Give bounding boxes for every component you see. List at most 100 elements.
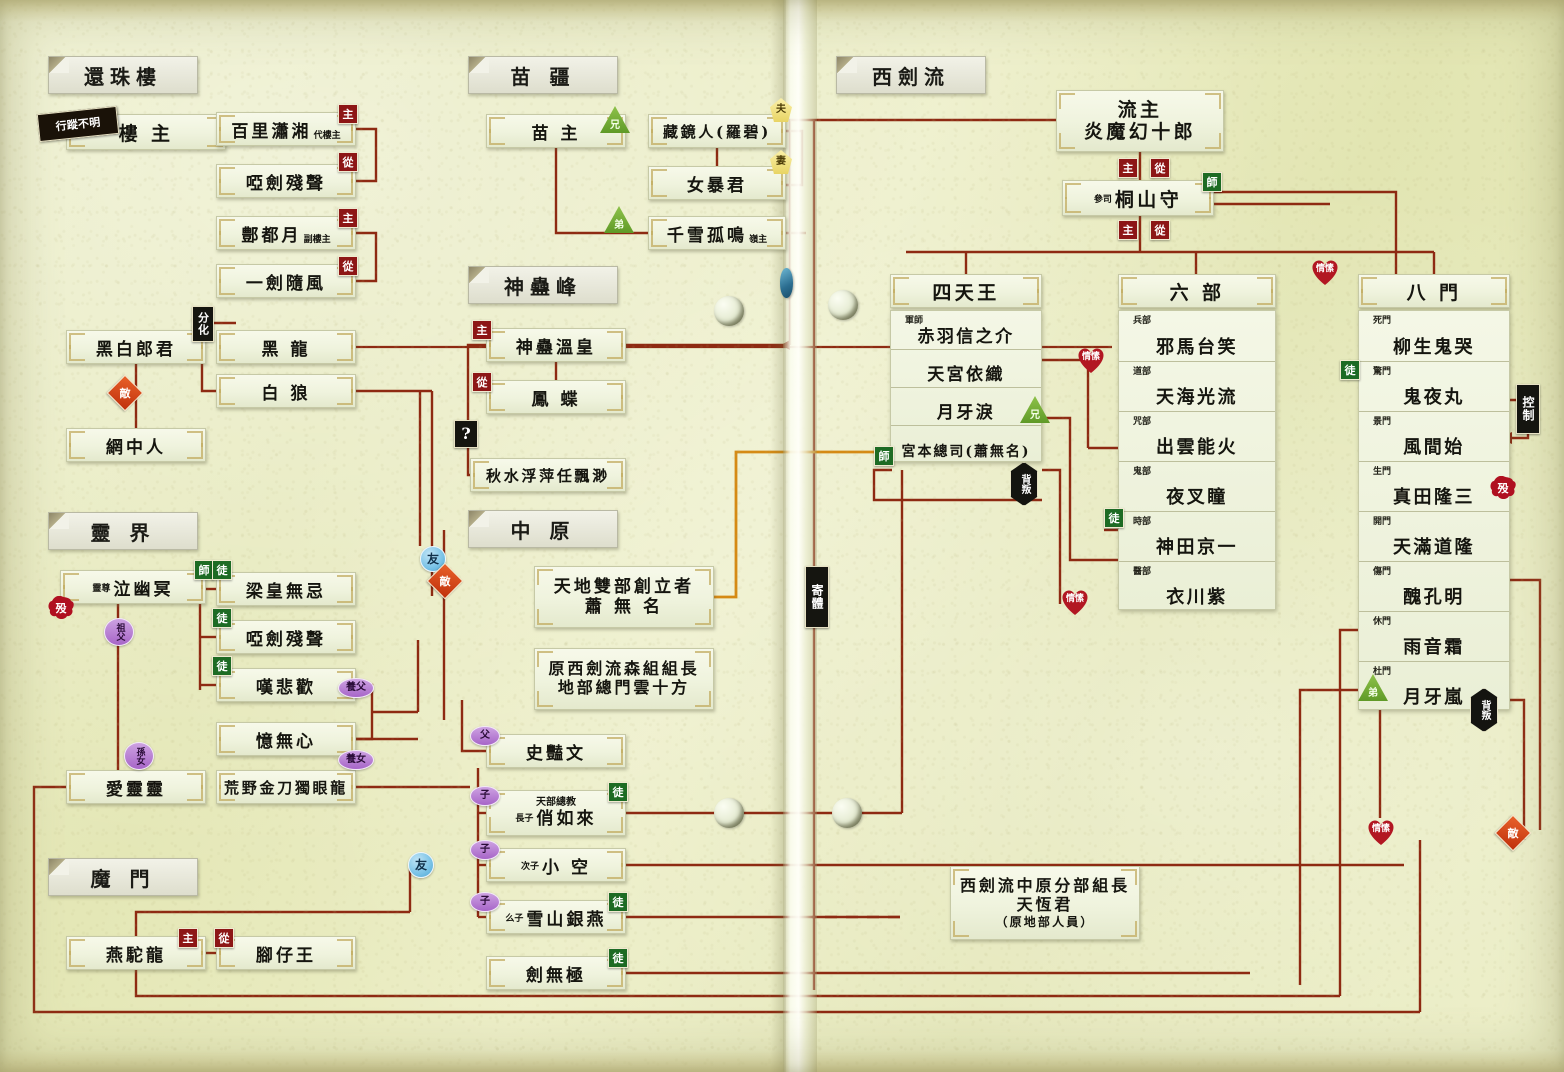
card-ornament-br	[607, 915, 623, 931]
panel-row-name: 出雲能火	[1155, 437, 1239, 458]
badge-yangfu: 養父	[338, 678, 374, 698]
card-name: 嘆悲歡	[255, 677, 317, 698]
panel-row-name: 邪馬台笑	[1155, 337, 1239, 358]
card-ornament-tl	[63, 573, 79, 589]
card-ornament-bl	[489, 129, 505, 145]
card-name: 秋水浮萍任飄渺	[486, 466, 610, 485]
card-name: 愛靈靈	[105, 779, 167, 800]
card-name: 桐山守	[1114, 188, 1183, 211]
panel-row: 休門雨音霜	[1359, 611, 1509, 661]
panel-row: 月牙淚	[891, 387, 1041, 425]
card-ornament-tl	[1121, 277, 1137, 293]
panel-row-dept: 咒部	[1133, 417, 1152, 427]
panel-row: 兵部邪馬台笑	[1119, 311, 1275, 361]
card-ornament-br	[337, 179, 353, 195]
card-ornament-br	[1195, 197, 1211, 213]
card-ornament-tr	[337, 725, 353, 741]
card-ornament-bl	[651, 181, 667, 197]
card-ornament-br	[607, 395, 623, 411]
card-ornament-br	[607, 863, 623, 879]
badge-tu-6: 徒	[608, 948, 628, 968]
panel-row-name: 醜孔明	[1403, 587, 1465, 608]
badge-tu-4: 徒	[608, 782, 628, 802]
card-ornament-bl	[651, 231, 667, 247]
badge-text: 敵	[439, 574, 451, 588]
panel-row-name: 神田京一	[1155, 537, 1239, 558]
card-ornament-br	[187, 585, 203, 601]
badge-beipan-1: 背叛	[1010, 462, 1038, 506]
card-ornament-bl	[893, 289, 909, 305]
card-name: 燕駝龍	[105, 945, 167, 966]
card-ornament-tl	[219, 267, 235, 283]
card-line-1: 天地雙部創立者	[553, 576, 695, 597]
card-ornament-br	[1257, 289, 1273, 305]
card-ornament-bl	[489, 863, 505, 879]
badge-cong-4: 從	[472, 372, 492, 392]
card-ornament-tl	[69, 939, 85, 955]
section-plaque-xijianliu: 西劍流	[836, 56, 986, 94]
panel-row: 傷門醜孔明	[1359, 561, 1509, 611]
section-plaque-huanzhulou: 還珠樓	[48, 56, 198, 94]
card-ornament-br	[767, 231, 783, 247]
panel-title-sitianwang: 四天王	[890, 274, 1042, 308]
card-ornament-tl	[1059, 93, 1075, 109]
badge-tu-2: 徒	[212, 608, 232, 628]
card-line-2: 天恆君	[1016, 894, 1074, 914]
card-line-2: 地部總門雲十方	[557, 678, 691, 697]
panel-body-sitianwang: 軍師赤羽信之介天宮依織月牙淚宮本總司(蕭無名)	[890, 310, 1042, 462]
card-suffix: 嶺主	[749, 235, 768, 245]
card-ornament-bl	[953, 921, 969, 937]
card-ornament-br	[695, 691, 711, 707]
name-card-tianhengjun: 西劍流中原分部組長天恆君（原地部人員）	[950, 866, 1140, 940]
name-card-jianwuji: 劍無極	[486, 956, 626, 990]
card-ornament-br	[1491, 289, 1507, 305]
card-ornament-tr	[337, 623, 353, 639]
section-plaque-lingjie: 靈 界	[48, 512, 198, 550]
name-card-qianxue: 千雪孤鳴嶺主	[648, 216, 786, 250]
card-line-1: 西劍流中原分部組長	[960, 876, 1130, 896]
card-ornament-tl	[537, 569, 553, 585]
card-ornament-br	[607, 817, 623, 833]
badge-tu-3: 徒	[212, 656, 232, 676]
card-ornament-bl	[489, 915, 505, 931]
panel-row-dept: 時部	[1133, 517, 1152, 527]
panel-row-dept: 鬼部	[1133, 467, 1152, 477]
section-plaque-zhongyuan: 中 原	[468, 510, 618, 548]
name-card-heibai: 黑白郎君	[66, 330, 206, 364]
name-card-shiyanwen: 史豔文	[486, 734, 626, 768]
card-ornament-tl	[69, 773, 85, 789]
card-ornament-tl	[1361, 277, 1377, 293]
card-ornament-br	[187, 785, 203, 801]
badge-zi-2: 子	[470, 840, 500, 860]
card-ornament-tl	[69, 431, 85, 447]
panel-row: 咒部出雲能火	[1119, 411, 1275, 461]
card-ornament-br	[337, 279, 353, 295]
badge-di-3: 敵	[1494, 814, 1532, 852]
panel-row-name: 風間始	[1403, 437, 1465, 458]
card-prefix: 次子	[520, 861, 539, 872]
card-ornament-bl	[1059, 133, 1075, 149]
card-prefix: 參司	[1093, 194, 1112, 205]
card-ornament-br	[607, 971, 623, 987]
badge-di-tri: 弟	[604, 206, 634, 233]
card-ornament-tr	[1023, 277, 1039, 293]
card-ornament-tr	[337, 575, 353, 591]
card-ornament-bl	[537, 691, 553, 707]
card-ornament-br	[187, 345, 203, 361]
panel-row: 軍師赤羽信之介	[891, 311, 1041, 349]
page-top-edge	[0, 0, 1564, 22]
name-card-baili: 百里瀟湘代樓主	[216, 112, 356, 146]
card-ornament-bl	[219, 179, 235, 195]
card-ornament-tl	[219, 219, 235, 235]
badge-fu-2: 父	[470, 726, 500, 746]
panel-row-name: 月牙嵐	[1403, 687, 1465, 708]
card-ornament-tl	[219, 725, 235, 741]
card-name: 小 空	[541, 857, 592, 878]
card-name: 劍無極	[525, 965, 587, 986]
card-ornament-br	[767, 181, 783, 197]
card-ornament-bl	[1361, 289, 1377, 305]
name-card-xiaowuming: 天地雙部創立者蕭 無 名	[534, 566, 714, 628]
card-ornament-tr	[767, 219, 783, 235]
badge-qingsu-2: 情愫	[1076, 346, 1106, 374]
card-name: 千雪孤鳴	[666, 225, 748, 246]
